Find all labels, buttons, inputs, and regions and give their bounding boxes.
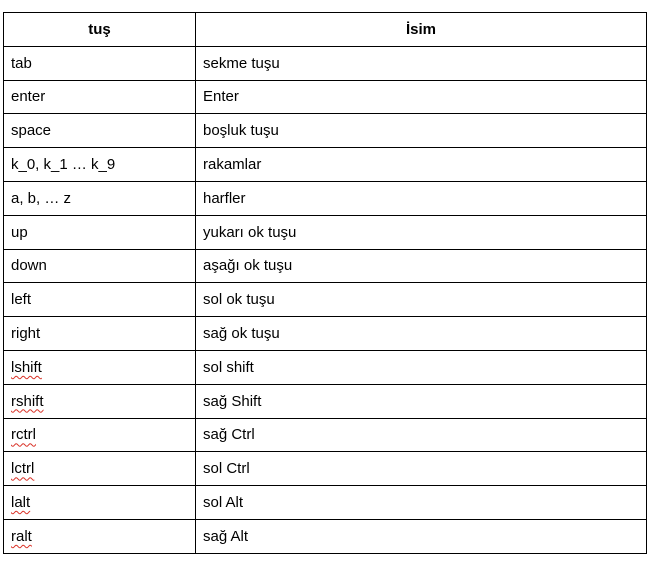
name-cell[interactable]: sol shift [195,349,647,385]
key-text: lalt [11,494,31,512]
name-text: yukarı ok tuşu [203,223,297,241]
key-cell[interactable]: left [3,282,196,318]
name-text: boşluk tuşu [203,122,279,140]
name-cell[interactable]: sağ Alt [195,518,647,554]
table-body: tab sekme tuşu enter Enter space boşluk tuşu k… [3,45,647,554]
table-row: lshift sol shift [3,349,647,385]
key-cell[interactable]: down [3,248,196,284]
key-text: tab [11,54,32,72]
name-text: sağ ok tuşu [203,325,280,343]
table-row: right sağ ok tuşu [3,316,647,351]
key-mapping-table: tuş İsim tab sekme tuşu enter Enter space boş… [3,12,647,554]
key-cell[interactable]: rshift [3,383,196,419]
key-text: right [11,325,41,343]
name-text: sol Ctrl [203,460,250,478]
name-cell[interactable]: yukarı ok tuşu [195,214,647,250]
table-row: down aşağı ok tuşu [3,248,647,284]
table-row: k_0, k_1 … k_9 rakamlar [3,147,647,182]
key-text: rshift [11,392,44,410]
table-row: space boşluk tuşu [3,113,647,149]
name-text: Enter [203,88,239,106]
key-text: rctrl [11,426,36,444]
name-cell[interactable]: sekme tuşu [195,45,647,81]
name-cell[interactable]: sol ok tuşu [195,282,647,318]
key-text: ralt [11,527,32,545]
key-cell[interactable]: space [3,113,196,149]
table-row: lalt sol Alt [3,485,647,520]
name-cell[interactable]: sağ Ctrl [195,417,647,453]
name-text: sağ Ctrl [203,426,255,444]
table-row: rshift sağ Shift [3,383,647,419]
name-text: sağ Alt [203,527,249,545]
key-text: space [11,122,52,140]
table-row: tab sekme tuşu [3,45,647,81]
name-cell[interactable]: boşluk tuşu [195,113,647,149]
key-cell[interactable]: up [3,214,196,250]
name-text: sağ Shift [203,392,262,410]
table-row: up yukarı ok tuşu [3,214,647,250]
key-text: down [11,257,47,275]
name-cell[interactable]: sol Ctrl [195,451,647,487]
table-row: a, b, … z harfler [3,180,647,216]
key-cell[interactable]: right [3,316,196,351]
name-text: aşağı ok tuşu [203,257,293,275]
key-cell[interactable]: tab [3,45,196,81]
table-row: enter Enter [3,79,647,115]
key-cell[interactable]: rctrl [3,417,196,453]
key-cell[interactable]: ralt [3,518,196,554]
key-cell[interactable]: a, b, … z [3,180,196,216]
key-cell[interactable]: lctrl [3,451,196,487]
table-row: left sol ok tuşu [3,282,647,318]
name-text: rakamlar [203,156,262,174]
key-cell[interactable]: lalt [3,485,196,520]
name-cell[interactable]: sağ ok tuşu [195,316,647,351]
key-cell[interactable]: k_0, k_1 … k_9 [3,147,196,182]
name-text: sol shift [203,358,254,376]
key-text: k_0, k_1 … k_9 [11,156,116,174]
name-text: sol ok tuşu [203,291,275,309]
name-text: harfler [203,189,246,207]
key-cell[interactable]: lshift [3,349,196,385]
name-text: sol Alt [203,494,244,512]
name-cell[interactable]: rakamlar [195,147,647,182]
header-row: tuş İsim [3,12,647,47]
name-cell[interactable]: sağ Shift [195,383,647,419]
name-cell[interactable]: sol Alt [195,485,647,520]
key-text: lctrl [11,460,35,478]
key-cell[interactable]: enter [3,79,196,115]
key-text: lshift [11,358,42,376]
name-cell[interactable]: harfler [195,180,647,216]
name-cell[interactable]: Enter [195,79,647,115]
header-key: tuş [3,12,196,47]
table-row: lctrl sol Ctrl [3,451,647,487]
key-text: up [11,223,28,241]
table-row: ralt sağ Alt [3,518,647,554]
name-text: sekme tuşu [203,54,280,72]
key-text: left [11,291,32,309]
table-header: tuş İsim [3,12,647,47]
name-cell[interactable]: aşağı ok tuşu [195,248,647,284]
header-name: İsim [195,12,647,47]
table-row: rctrl sağ Ctrl [3,417,647,453]
key-text: a, b, … z [11,189,72,207]
key-text: enter [11,88,46,106]
